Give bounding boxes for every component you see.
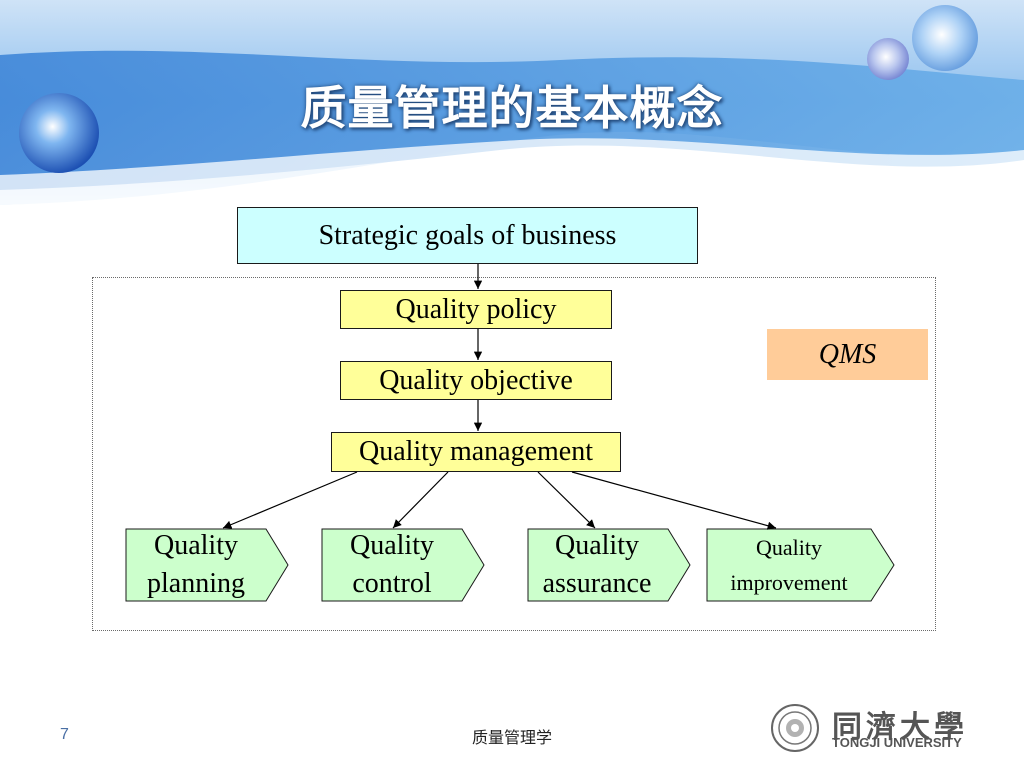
process-shape-planning [125, 528, 289, 602]
strategic-goals-box: Strategic goals of business [237, 207, 698, 264]
quality-objective-box: Quality objective [340, 361, 612, 400]
arrow-to-control [392, 471, 449, 529]
process-quality-control: Quality control [322, 529, 462, 601]
process-label-line2: assurance [542, 568, 652, 599]
process-shape-control [321, 528, 485, 602]
process-quality-improvement: Quality improvement [707, 529, 871, 601]
arrow-to-assurance [537, 471, 596, 529]
arrow-to-improvement [571, 471, 777, 530]
process-label-line2: improvement [730, 570, 848, 595]
process-shape-assurance [527, 528, 691, 602]
process-quality-planning: Quality planning [126, 529, 266, 601]
logo-chinese-name: 同濟大學 [832, 710, 968, 745]
quality-policy-box: Quality policy [340, 290, 612, 329]
tongji-university-logo: 同濟大學 TONGJI UNIVERSITY [766, 702, 966, 754]
page-number: 7 [60, 726, 69, 743]
qms-label: QMS [767, 329, 928, 380]
header-banner [0, 0, 1024, 215]
slide-title: 质量管理的基本概念 [300, 81, 724, 135]
process-label-line2: planning [147, 568, 245, 599]
process-label-line1: Quality [756, 534, 822, 560]
qms-boundary [92, 277, 936, 631]
process-label-line1: Quality [350, 530, 434, 562]
process-label-line1: Quality [555, 530, 639, 562]
arrow-to-planning [222, 471, 358, 529]
process-shape-improvement [706, 528, 895, 602]
process-label-line1: Quality [154, 530, 238, 562]
footer-course-title: 质量管理学 [471, 728, 552, 747]
process-label-line2: control [352, 568, 432, 599]
university-seal-icon [771, 704, 819, 752]
logo-english-name: TONGJI UNIVERSITY [832, 735, 962, 750]
quality-management-box: Quality management [331, 432, 621, 472]
process-quality-assurance: Quality assurance [528, 529, 666, 601]
